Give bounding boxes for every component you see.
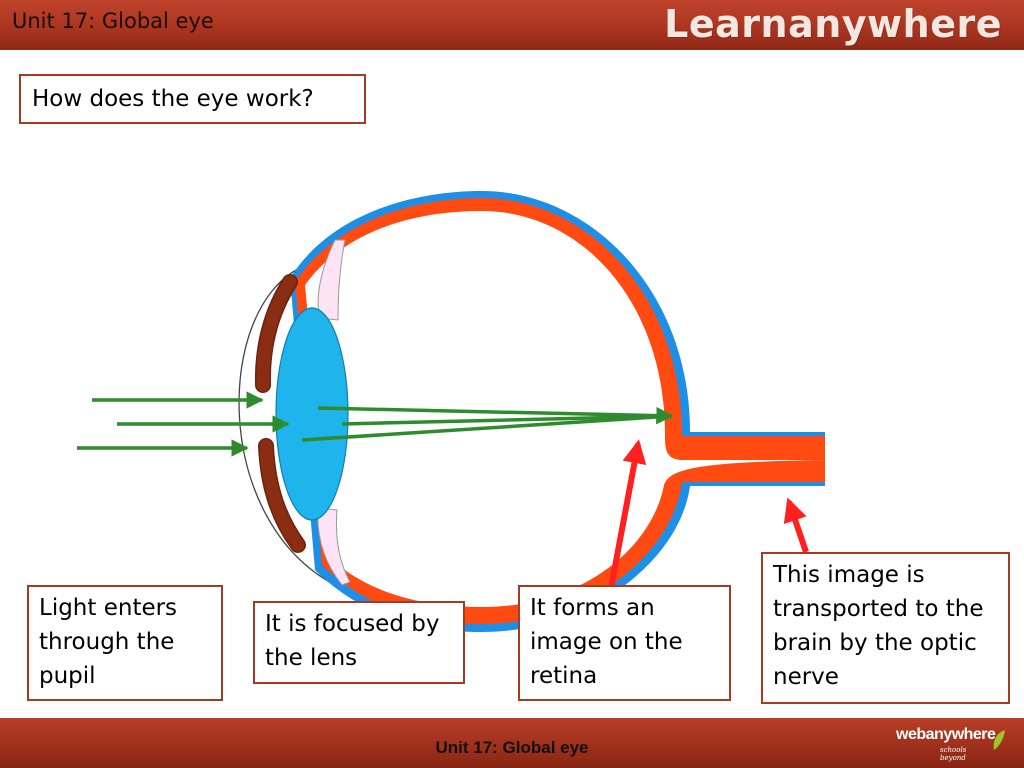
logo-text: webanywhere [896, 726, 996, 743]
header-bar: Unit 17: Global eye Learnanywhere [0, 0, 1024, 50]
retina-pointer-arrow [608, 439, 647, 589]
question-box: How does the eye work? [19, 74, 366, 124]
lens [275, 307, 349, 521]
optic-nerve-pointer-arrow [783, 497, 809, 553]
webanywhere-logo: webanywhere schools beyond [896, 724, 1005, 762]
caption-forms-image: It forms an image on the retina [518, 585, 731, 701]
logo-tagline: schools beyond [940, 746, 967, 762]
cornea [238, 267, 336, 586]
vitreous [305, 211, 825, 607]
leaf-icon [993, 730, 1005, 750]
focused-ray-1 [317, 406, 674, 425]
focused-ray-3 [301, 414, 673, 442]
footer-bar: Unit 17: Global eye webanywhere schools … [0, 718, 1024, 768]
iris-lower-fill [259, 439, 305, 552]
brand-logo: Learnanywhere [664, 2, 1002, 46]
caption-focused-by-lens: It is focused by the lens [253, 601, 465, 684]
ciliary-body [317, 239, 346, 321]
caption-optic-nerve: This image is transported to the brain b… [761, 552, 1010, 704]
focused-ray-2 [341, 414, 673, 426]
header-title: Unit 17: Global eye [12, 9, 214, 33]
ciliary-body-lower [317, 507, 351, 586]
iris-upper-fill [256, 275, 297, 392]
footer-title: Unit 17: Global eye [435, 738, 589, 757]
caption-light-enters: Light enters through the pupil [27, 585, 223, 701]
